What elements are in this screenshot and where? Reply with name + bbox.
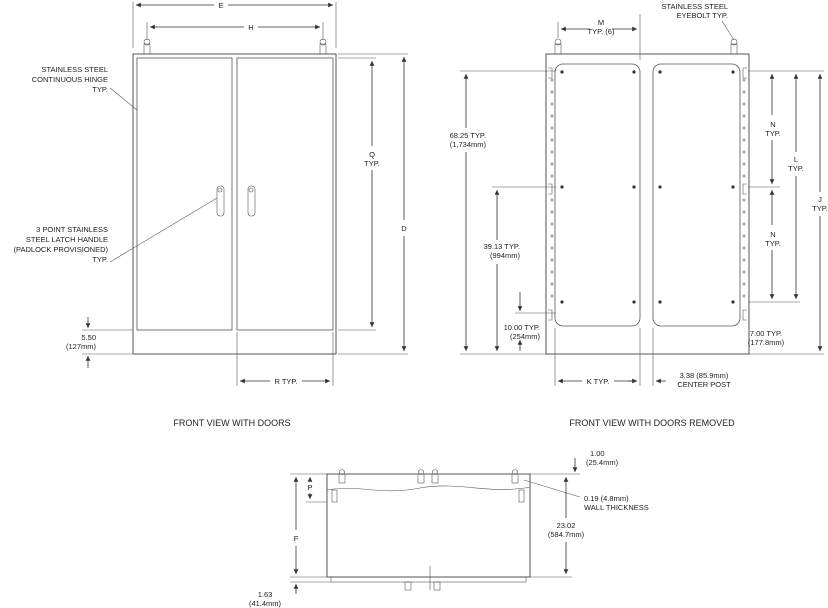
- latch-label-4: TYP.: [92, 255, 108, 264]
- enclosure-side-outline: [326, 473, 531, 578]
- dim-Q-label: Q: [369, 150, 375, 159]
- center-post-dim: 3.38 (85.9mm): [680, 371, 729, 380]
- front-view-doors-removed: M TYP. (6) STAINLESS STEEL EYEBOLT TYP. …: [450, 2, 828, 428]
- latch-handle-icon: [216, 185, 225, 217]
- dim-M-label: M: [598, 18, 604, 27]
- eyebolt-icon: [319, 38, 327, 55]
- dim-J-label: J: [818, 195, 822, 204]
- eyebolt-icon: [730, 38, 738, 55]
- center-post-label: CENTER POST: [677, 380, 731, 389]
- front-view-with-doors: E H STAINLESS STEEL CONTINUOUS HINGE TYP…: [14, 1, 408, 428]
- caption-front-with-doors: FRONT VIEW WITH DOORS: [173, 418, 290, 428]
- wall-thickness-dim: 0.19 (4.8mm): [584, 494, 629, 503]
- wall-thickness-label: WALL THICKNESS: [584, 503, 649, 512]
- dim-M-typ: TYP. (6): [588, 27, 615, 36]
- top-latch-icons: [331, 469, 525, 591]
- dim-7-00-mm: (177.8mm): [748, 338, 785, 347]
- dim-1-63-mm: (41.4mm): [249, 599, 282, 608]
- right-opening: [652, 63, 741, 327]
- side-view: 1.00 (25.4mm) P F 1.63 (41.4mm) 0.19 (4.…: [249, 449, 649, 608]
- dim-5-50-mm: (127mm): [66, 342, 97, 351]
- latch-label-2: STEEL LATCH HANDLE: [26, 235, 108, 244]
- latch-label-3: (PADLOCK PROVISIONED): [14, 245, 109, 254]
- dim-J-typ: TYP.: [812, 204, 828, 213]
- hinge-label-2: CONTINUOUS HINGE: [32, 75, 108, 84]
- latch-handle-icon: [247, 185, 256, 217]
- dim-10-00-label: 10.00 TYP.: [504, 323, 540, 332]
- dim-N2-label: N: [770, 230, 775, 239]
- eyebolt-label-2: EYEBOLT TYP.: [676, 11, 728, 20]
- dim-N2-typ: TYP.: [765, 239, 781, 248]
- dim-7-00-label: 7.00 TYP.: [750, 329, 782, 338]
- dim-10-00-mm: (254mm): [510, 332, 541, 341]
- dim-D-label: D: [401, 224, 407, 233]
- side-rail-marks: [550, 78, 746, 298]
- dim-68-25-label: 68.25 TYP.: [450, 131, 486, 140]
- left-opening: [554, 63, 641, 327]
- dim-L-typ: TYP.: [788, 164, 804, 173]
- break-line: [326, 485, 531, 492]
- dim-K-label: K TYP.: [587, 377, 610, 386]
- caption-front-doors-removed: FRONT VIEW WITH DOORS REMOVED: [569, 418, 735, 428]
- bottom-flange: [330, 576, 527, 583]
- dim-R-label: R TYP.: [274, 377, 297, 386]
- dim-L-label: L: [794, 155, 798, 164]
- dim-1-00-label: 1.00: [590, 449, 605, 458]
- latch-label-1: 3 POINT STAINLESS: [36, 225, 108, 234]
- dim-N1-typ: TYP.: [765, 129, 781, 138]
- eyebolt-icon: [143, 38, 151, 55]
- left-door: [136, 57, 233, 331]
- right-door: [236, 57, 334, 331]
- dim-Q-typ: TYP.: [364, 159, 380, 168]
- dim-N1-label: N: [770, 120, 775, 129]
- hinge-label-1: STAINLESS STEEL: [41, 65, 108, 74]
- dim-39-13-mm: (994mm): [490, 251, 521, 260]
- dim-P-label: P: [307, 483, 312, 492]
- latch-bracket-icon: [548, 67, 747, 321]
- hinge-label-3: TYP.: [92, 85, 108, 94]
- dim-E-label: E: [218, 1, 223, 10]
- eyebolt-label-1: STAINLESS STEEL: [661, 2, 728, 11]
- eyebolt-icon: [554, 38, 562, 55]
- dim-39-13-label: 39.13 TYP.: [484, 242, 520, 251]
- mounting-holes: [560, 70, 735, 304]
- dim-1-63-label: 1.63: [258, 590, 273, 599]
- dim-5-50-label: 5.50: [81, 333, 96, 342]
- dim-23-02-mm: (584.7mm): [548, 530, 585, 539]
- dim-F-label: F: [294, 534, 299, 543]
- dim-1-00-mm: (25.4mm): [586, 458, 619, 467]
- dim-H-label: H: [248, 23, 253, 32]
- dim-23-02-label: 23.02: [557, 521, 576, 530]
- dim-68-25-mm: (1,734mm): [450, 140, 487, 149]
